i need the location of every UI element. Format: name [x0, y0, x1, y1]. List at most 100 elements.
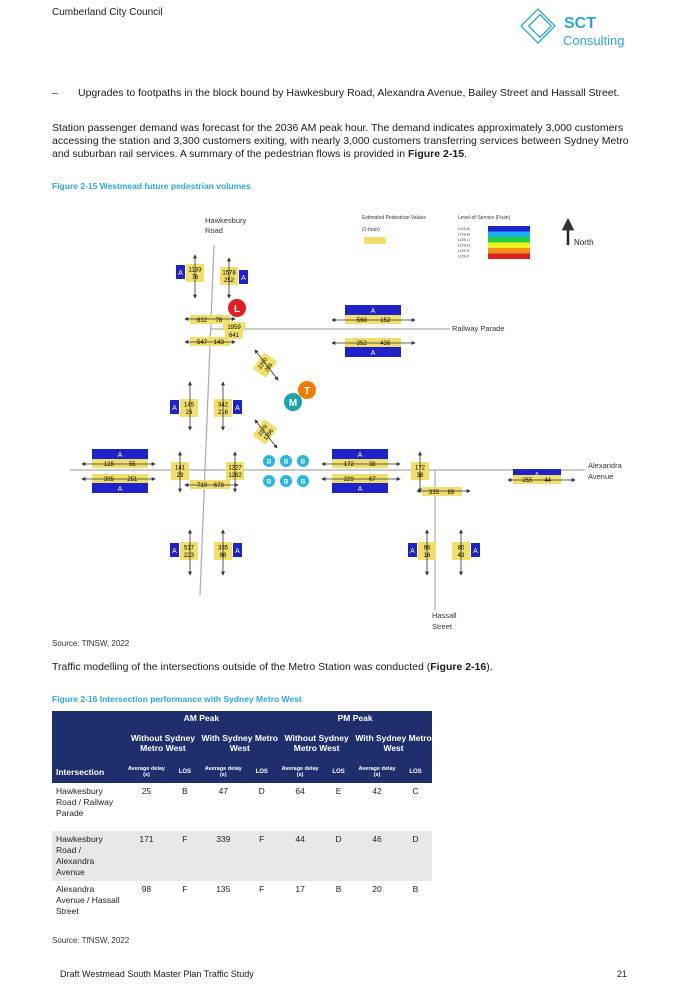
- los-legend-swatch: [488, 231, 530, 237]
- pm-with-delay-header: Average delay (s): [355, 761, 399, 783]
- legend-swatch: [364, 237, 386, 244]
- los-south-east: [233, 543, 242, 557]
- bus-icon: [280, 475, 292, 487]
- los-hassall-east: [471, 543, 480, 557]
- los-mid-west: [170, 400, 179, 414]
- los-legend-swatch: [488, 248, 530, 254]
- label-avenue: Avenue: [588, 472, 613, 481]
- vol-alexandra-west-bottom-value-a: 395: [104, 477, 115, 483]
- label-hassall: Hassall: [432, 611, 457, 620]
- bus-icon: [297, 475, 309, 487]
- vol-south-west-value-b: 223: [184, 553, 195, 559]
- los-mid-east-letter: A: [235, 405, 240, 412]
- los-south-west-letter: A: [172, 548, 177, 555]
- paragraph-end: .: [464, 148, 467, 160]
- los-mid-west-letter: A: [172, 405, 177, 412]
- vol-central-crossing-value-a: 710: [197, 483, 208, 489]
- vol-alexandra-west-bottom-value-b: 251: [127, 477, 138, 483]
- bus-icon-letter: B: [267, 479, 272, 486]
- los-alexandra-west-top-letter: A: [118, 452, 123, 459]
- delay-cell: 17: [295, 884, 305, 894]
- los-cell: D: [335, 834, 342, 844]
- los-alexandra-mid-bottom-letter: A: [358, 486, 363, 493]
- los-railway-east-bottom: [345, 347, 401, 357]
- delay-cell: 135: [216, 884, 231, 894]
- bullet-text: Upgrades to footpaths in the block bound…: [78, 87, 620, 99]
- delay-cell: 46: [372, 834, 382, 844]
- los-hassall-west-letter: A: [410, 548, 415, 555]
- vol-railway-west-bottom-value-b: 143: [214, 340, 225, 346]
- los-railway-east-bottom-letter: A: [371, 350, 376, 357]
- los-legend-label: LOS C: [458, 237, 470, 242]
- los-legend-label: LOS D: [458, 243, 470, 248]
- delay-cell: 20: [372, 884, 382, 894]
- los-alexandra-mid-bottom: [332, 483, 388, 493]
- los-north-west: [176, 265, 185, 279]
- los-legend-label: LOS F: [458, 254, 470, 259]
- figure-ref: Figure 2-15: [408, 148, 465, 160]
- los-legend-swatch: [488, 253, 530, 259]
- vol-railway-west-top-value-b: 78: [215, 318, 222, 324]
- am-with-los-header: LOS: [245, 761, 279, 783]
- los-legend-swatch: [488, 226, 530, 232]
- delay-cell: 171: [139, 834, 154, 844]
- los-cell: F: [259, 884, 265, 894]
- delay-cell: 339: [216, 834, 231, 844]
- los-railway-east-top-letter: A: [371, 308, 376, 315]
- figure-15-source: Source: TfNSW, 2022: [52, 639, 130, 648]
- los-alexandra-west-bottom: [92, 483, 148, 493]
- intersection-name: Alexandra Avenue / Hassall Street: [56, 884, 120, 916]
- train-line-icon: [228, 299, 246, 317]
- figure-ref-16: Figure 2-16: [430, 661, 487, 673]
- bus-icon-letter: B: [301, 479, 306, 486]
- vol-railway-crossing-b: 641: [229, 333, 240, 339]
- bus-icon: [280, 455, 292, 467]
- los-hassall-west: [408, 543, 417, 557]
- am-peak-header: AM Peak: [124, 711, 279, 725]
- label-road: Road: [205, 226, 223, 235]
- figure-16-source: Source: TfNSW, 2022: [52, 936, 130, 945]
- delay-cell: 98: [141, 884, 152, 894]
- vol-alexandra-mid-bottom-value-a: 229: [344, 477, 355, 483]
- bus-icon-letter: B: [301, 459, 306, 466]
- los-south-west: [170, 543, 179, 557]
- pm-without-delay-header: Average delay (s): [278, 761, 323, 783]
- footer-title: Draft Westmead South Master Plan Traffic…: [60, 969, 254, 979]
- logo-bottom-text: Consulting: [563, 33, 624, 48]
- los-cell: E: [335, 786, 342, 796]
- los-alexandra-west-bottom-letter: A: [118, 486, 123, 493]
- los-alexandra-west-top: [92, 449, 148, 459]
- vol-railway-west-bottom-value-a: 547: [197, 340, 208, 346]
- vol-railway-east-top-value-a: 568: [357, 318, 368, 324]
- vol-alexandra-east-value-a: 255: [522, 478, 533, 484]
- vol-railway-crossing: [223, 322, 245, 331]
- los-cell: C: [412, 786, 419, 796]
- vol-hassall-north-value-b: 89: [447, 490, 454, 496]
- sct-consulting-logo: SCT Consulting: [520, 8, 624, 48]
- bullet-dash: –: [52, 87, 58, 99]
- intersection-performance-table: AM Peak PM Peak Without Sydney Metro Wes…: [52, 711, 432, 929]
- label-railway-parade: Railway Parade: [452, 324, 505, 333]
- label-hawkesbury: Hawkesbury: [205, 216, 247, 225]
- los-legend-label: LOS A: [458, 226, 470, 231]
- metro-icon: [284, 393, 302, 411]
- vol-alexandra-mid-bottom-value-b: 67: [369, 477, 376, 483]
- delay-cell: 44: [295, 834, 305, 844]
- metro-letter: M: [289, 398, 297, 409]
- logo-top-text: SCT: [564, 15, 596, 32]
- vol-alexandra-west-top-value-b: 55: [129, 462, 136, 468]
- vol-south-west-value-a: 517: [184, 546, 195, 552]
- los-cell: F: [182, 834, 188, 844]
- delay-cell: 47: [218, 786, 229, 796]
- los-alexandra-east: [513, 469, 561, 479]
- vol-railway-east-bottom-value-b: 436: [380, 341, 391, 347]
- bus-icon-letter: B: [267, 459, 272, 466]
